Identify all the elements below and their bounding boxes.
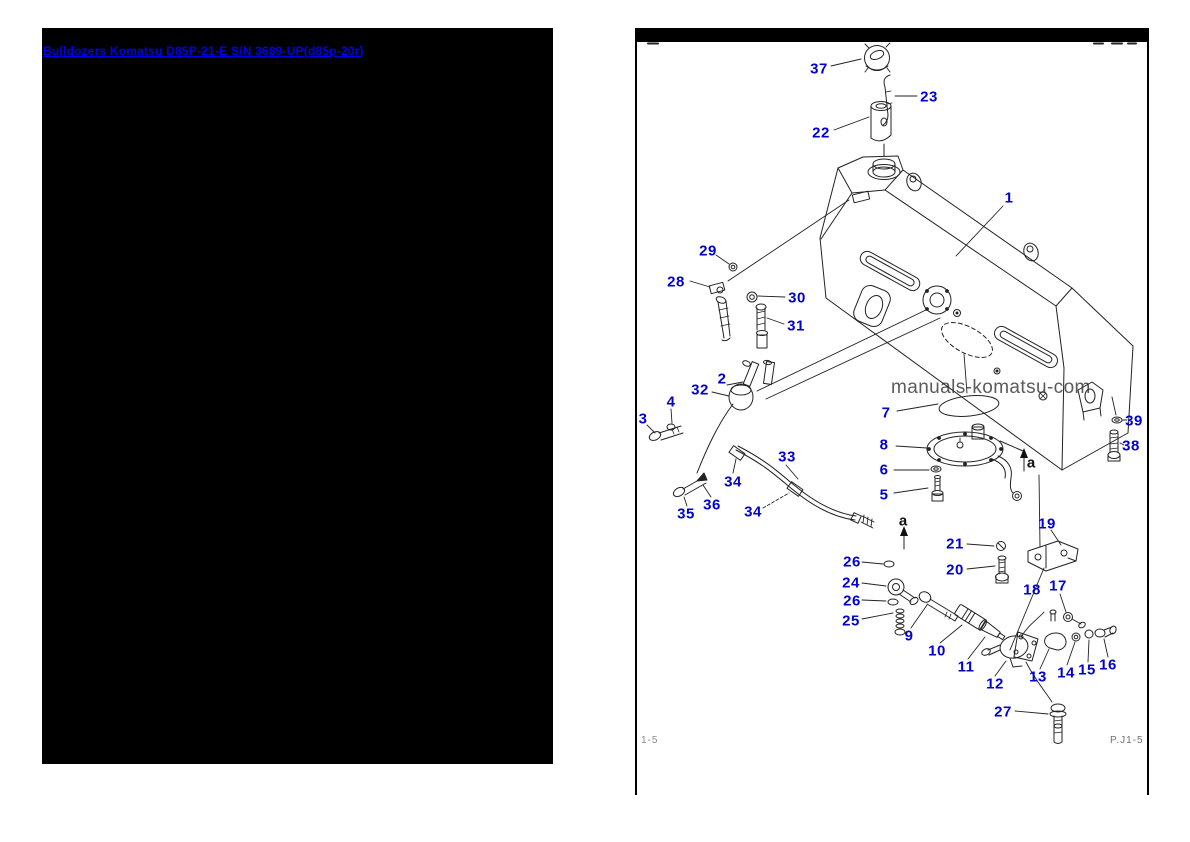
elbow-group xyxy=(883,560,919,636)
fuel-line-group xyxy=(672,445,875,529)
parts-diagram-drawing xyxy=(646,42,1137,744)
view-arrows xyxy=(900,440,1028,550)
leader-lines xyxy=(646,58,1128,715)
sheet-top-bar xyxy=(635,28,1149,42)
drain-valve-group xyxy=(648,360,760,474)
sender-plate-group xyxy=(926,395,1022,502)
breadcrumb-model-link[interactable]: Bulldozers Komatsu D85P-21-E S/N 3689-UP… xyxy=(43,44,364,58)
cock-assembly xyxy=(918,591,1117,744)
mount-bolt-group xyxy=(1107,416,1123,462)
fuel-tank xyxy=(819,155,1134,471)
bracket-group xyxy=(995,540,1079,584)
sheet-number-left: 1-5 xyxy=(641,735,659,746)
sheet-number-right: P.J1-5 xyxy=(1110,735,1144,746)
left-black-panel xyxy=(42,28,553,764)
vent-clamp-group xyxy=(708,262,775,385)
filler-cap-group xyxy=(864,42,893,157)
